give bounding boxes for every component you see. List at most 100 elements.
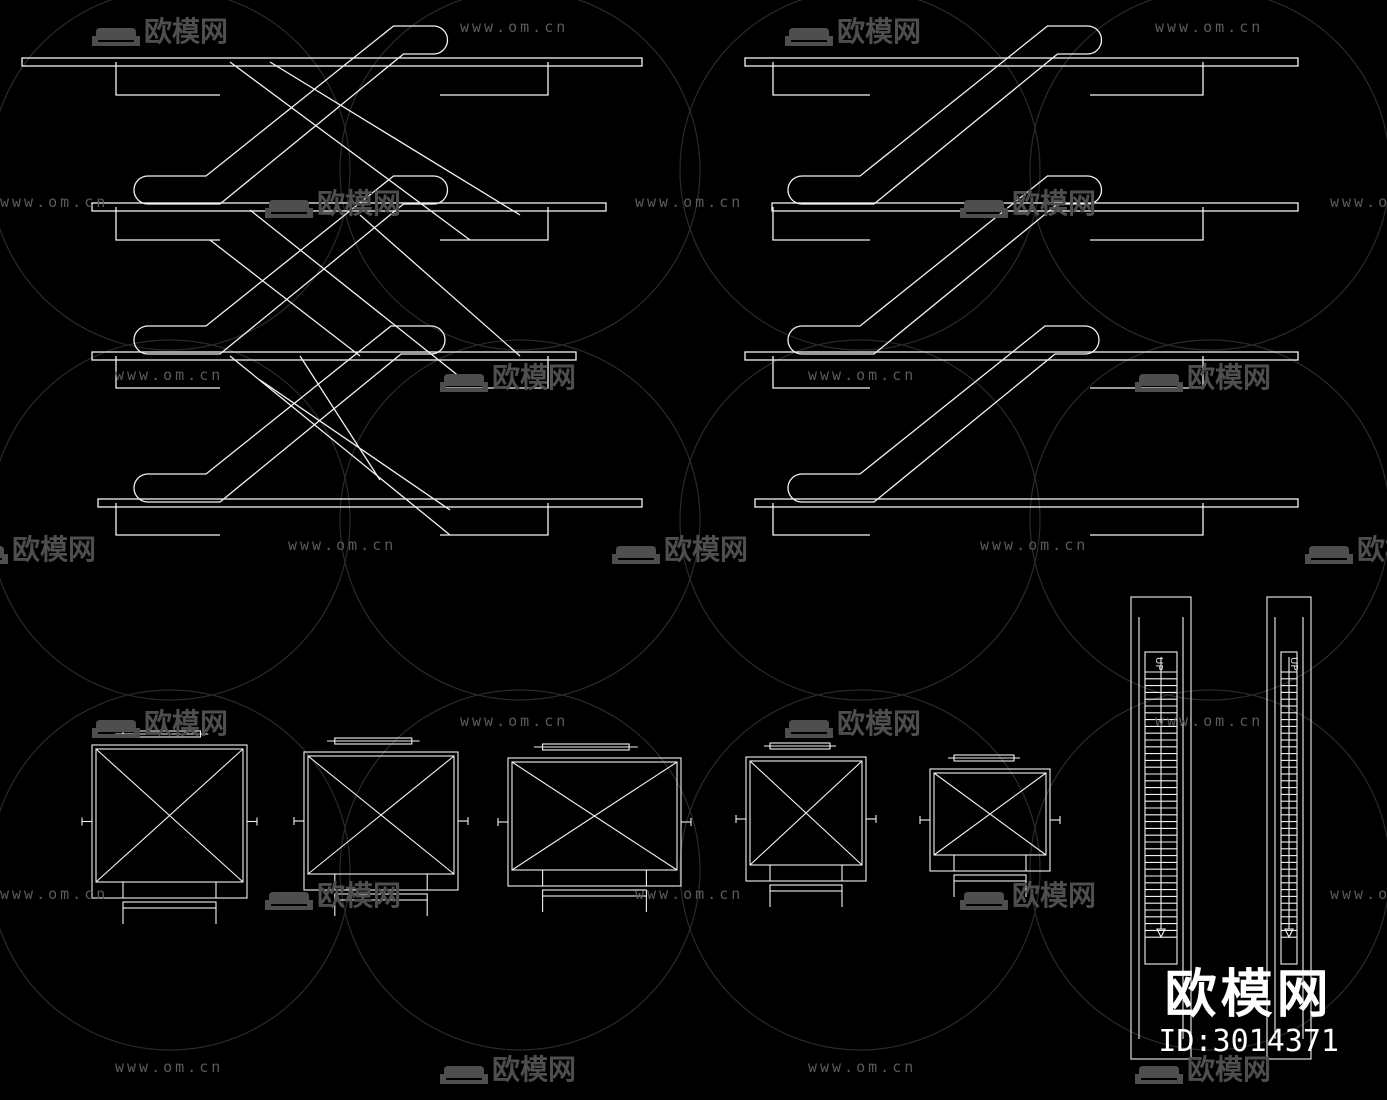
- watermark-url: www.om.cn: [288, 536, 397, 554]
- watermark-url: www.om.cn: [1330, 193, 1387, 211]
- watermark-circle: [339, 0, 701, 351]
- door-jamb: [122, 882, 217, 898]
- door-leg: [953, 881, 1027, 897]
- watermark-circle: [679, 689, 1041, 1051]
- sofa-icon: [440, 1060, 488, 1084]
- floor-slab-right: [744, 57, 1299, 67]
- watermark-circle: [1029, 0, 1387, 351]
- escalator-plan-group: [1130, 596, 1312, 1060]
- watermark-circle: [339, 689, 701, 1051]
- car-diagonal: [933, 772, 1047, 856]
- escalator-pit: [115, 503, 549, 536]
- handrail-band: [787, 25, 1103, 205]
- handrail-band: [787, 325, 1100, 503]
- watermark-circle: [679, 0, 1041, 351]
- elevator-shaft: [507, 757, 682, 887]
- car-diagonal: [749, 760, 863, 866]
- brand-block: 欧模网 ID:3014371: [1158, 966, 1339, 1060]
- truss-line: [269, 61, 521, 216]
- elevator-car: [749, 760, 863, 866]
- sofa-icon: [1135, 368, 1183, 392]
- sofa-icon: [960, 886, 1008, 910]
- door-sill: [769, 884, 843, 892]
- watermark-logo: 欧模网: [785, 702, 921, 742]
- escalator-plan-1: [1130, 596, 1192, 1060]
- sofa-icon: [265, 886, 313, 910]
- door-sill: [122, 901, 217, 909]
- elevator-1: [81, 730, 258, 924]
- sofa-icon: [0, 540, 8, 564]
- watermark-url: www.om.cn: [1155, 712, 1264, 730]
- elevator-3: [497, 743, 692, 912]
- door-leg: [542, 896, 647, 912]
- elevator-shaft: [91, 744, 248, 899]
- direction-arrow-head: [1156, 928, 1166, 939]
- floor-slab-right: [744, 351, 1299, 361]
- sofa-icon: [1135, 1060, 1183, 1084]
- sofa-icon: [785, 714, 833, 738]
- door-leg: [122, 908, 217, 924]
- brand-id: ID:3014371: [1158, 1024, 1339, 1059]
- truss-line: [359, 214, 521, 357]
- watermark-url: www.om.cn: [115, 366, 224, 384]
- car-diagonal: [307, 755, 455, 875]
- sofa-icon: [440, 368, 488, 392]
- watermark-logo: 欧模网: [265, 874, 401, 914]
- watermark-circle: [0, 339, 351, 701]
- door-leg: [769, 891, 843, 907]
- watermark-logo: 欧模网: [960, 874, 1096, 914]
- watermark-url: www.om.cn: [460, 18, 569, 36]
- truss-line: [299, 355, 381, 481]
- door-sill: [542, 889, 647, 897]
- sofa-icon: [612, 540, 660, 564]
- elevator-shaft: [929, 768, 1051, 872]
- elevator-shaft: [303, 751, 459, 891]
- floor-slab-right: [754, 498, 1299, 508]
- watermark-circle: [1029, 339, 1387, 701]
- watermark-circles: [0, 0, 1387, 1051]
- watermark-url: www.om.cn: [0, 885, 109, 903]
- escalator-pit: [115, 62, 549, 96]
- up-label-1: UP: [1153, 657, 1164, 671]
- truss-line: [229, 61, 471, 241]
- watermark-url: www.om.cn: [635, 885, 744, 903]
- watermark-logo: 欧模网: [0, 528, 96, 568]
- watermark-logo: 欧模网: [1305, 528, 1387, 568]
- watermark-url: www.om.cn: [115, 1058, 224, 1076]
- elevator-2: [293, 737, 469, 916]
- watermark-logo: 欧模网: [1135, 356, 1271, 396]
- elevator-4: [735, 742, 877, 907]
- floor-slab-2: [91, 202, 607, 212]
- elevator-plan-group: [81, 730, 1061, 924]
- escalator-unit: [787, 325, 1100, 503]
- up-label-2: UP: [1288, 657, 1299, 671]
- escalator-outline: [1130, 596, 1192, 1060]
- sofa-icon: [960, 194, 1008, 218]
- escalator-unit: [787, 175, 1103, 355]
- escalator-outline: [1266, 596, 1312, 1060]
- watermark-logo: 欧模网: [960, 182, 1096, 222]
- floor-slab-right: [771, 202, 1299, 212]
- watermark-url: www.om.cn: [1330, 885, 1387, 903]
- elevator-car: [95, 748, 244, 883]
- watermark-logo: 欧模网: [265, 182, 401, 222]
- watermark-logo: 欧模网: [92, 10, 228, 50]
- watermark-logo: 欧模网: [440, 1048, 576, 1088]
- escalator-section-group: [21, 25, 1299, 536]
- watermark-logo: 欧模网: [785, 10, 921, 50]
- car-diagonal: [95, 748, 244, 883]
- sofa-icon: [92, 22, 140, 46]
- watermark-circle: [1029, 689, 1387, 1051]
- floor-slab-top: [21, 57, 643, 67]
- watermark-url: www.om.cn: [460, 712, 569, 730]
- watermark-url: www.om.cn: [980, 536, 1089, 554]
- elevator-car: [511, 761, 678, 871]
- door-jamb: [769, 865, 843, 881]
- floor-slab-bottom: [97, 498, 643, 508]
- watermark-circle: [339, 339, 701, 701]
- door-jamb: [334, 874, 428, 890]
- elevator-car: [933, 772, 1047, 856]
- sofa-icon: [92, 714, 140, 738]
- escalator-unit: [133, 25, 449, 205]
